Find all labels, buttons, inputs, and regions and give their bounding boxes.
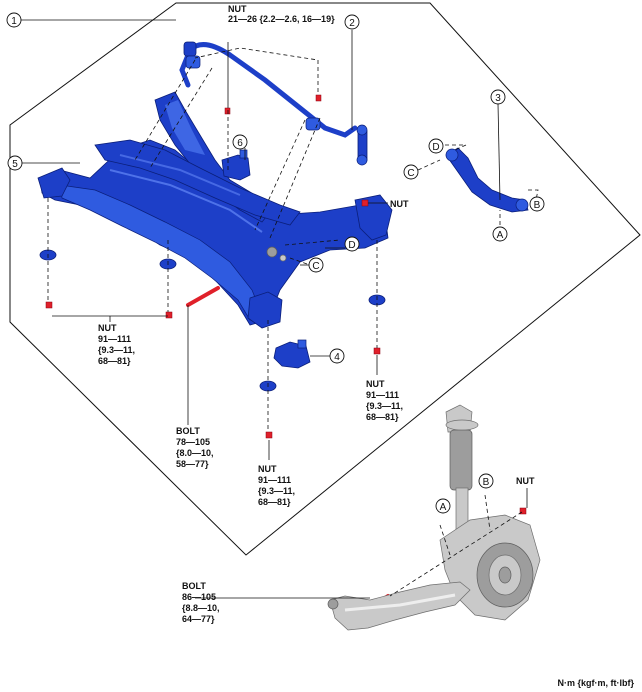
torque-label-nut-top: NUT 21—26 {2.2—2.6, 16—19} bbox=[228, 4, 335, 24]
callout-3: 3 bbox=[490, 89, 506, 105]
mount-bushings bbox=[39, 249, 386, 392]
torque-label-nut-knuckle: NUT bbox=[516, 476, 535, 486]
svg-text:{9.3—11,: {9.3—11, bbox=[98, 345, 135, 355]
svg-text:C: C bbox=[407, 168, 414, 179]
knuckle-shock-assembly bbox=[327, 404, 541, 631]
unit-legend: N·m {kgf·m, ft·lbf} bbox=[558, 678, 635, 688]
assembly-guide-lines bbox=[47, 47, 539, 597]
callout-4: 4 bbox=[329, 348, 345, 364]
svg-text:A: A bbox=[497, 230, 504, 241]
bracket-part-6 bbox=[221, 149, 251, 181]
svg-text:3: 3 bbox=[495, 93, 501, 104]
svg-text:BOLT: BOLT bbox=[176, 426, 200, 436]
svg-text:2: 2 bbox=[349, 18, 355, 29]
callout-6: 6 bbox=[232, 134, 248, 150]
callout-B-upper-arm: B bbox=[529, 196, 545, 212]
callout-5: 5 bbox=[7, 155, 23, 171]
torque-label-bolt-low: BOLT 86—105 {8.8—10, 64—77} bbox=[182, 581, 220, 624]
svg-text:{8.8—10,: {8.8—10, bbox=[182, 603, 220, 613]
crossmember bbox=[37, 91, 393, 329]
svg-text:68—81}: 68—81} bbox=[98, 356, 131, 366]
mount-bracket-part-4 bbox=[273, 339, 311, 369]
component-group-outline bbox=[9, 2, 641, 556]
svg-text:NUT: NUT bbox=[98, 323, 117, 333]
callout-2: 2 bbox=[344, 14, 360, 30]
svg-text:68—81}: 68—81} bbox=[366, 412, 399, 422]
svg-text:91—111: 91—111 bbox=[366, 390, 399, 400]
callout-D-crossmember: D bbox=[344, 236, 360, 252]
svg-text:86—105: 86—105 bbox=[182, 592, 216, 602]
svg-text:NUT: NUT bbox=[258, 464, 277, 474]
callout-B-knuckle: B bbox=[478, 473, 494, 489]
svg-text:{8.0—10,: {8.0—10, bbox=[176, 448, 214, 458]
svg-text:1: 1 bbox=[11, 16, 17, 27]
svg-text:NUT: NUT bbox=[366, 379, 385, 389]
svg-text:6: 6 bbox=[237, 138, 243, 149]
svg-text:68—81}: 68—81} bbox=[258, 497, 291, 507]
callout-A-upper-arm: A bbox=[492, 226, 508, 242]
svg-text:NUT: NUT bbox=[228, 4, 247, 14]
svg-text:78—105: 78—105 bbox=[176, 437, 210, 447]
svg-text:B: B bbox=[534, 200, 541, 211]
svg-text:91—111: 91—111 bbox=[258, 475, 291, 485]
upper-arm-part-3 bbox=[445, 147, 529, 213]
callout-C-crossmember: C bbox=[308, 257, 324, 273]
svg-text:21—26 {2.2—2.6, 16—19}: 21—26 {2.2—2.6, 16—19} bbox=[228, 14, 335, 24]
svg-text:5: 5 bbox=[12, 159, 18, 170]
svg-text:91—111: 91—111 bbox=[98, 334, 131, 344]
torque-label-nut-right: NUT 91—111 {9.3—11, 68—81} bbox=[366, 379, 403, 422]
svg-text:{9.3—11,: {9.3—11, bbox=[366, 401, 403, 411]
leader-lines bbox=[21, 19, 528, 599]
torque-label-nut-right-small: NUT bbox=[390, 199, 409, 209]
svg-text:D: D bbox=[348, 240, 355, 251]
callout-A-knuckle: A bbox=[435, 498, 451, 514]
svg-text:{9.3—11,: {9.3—11, bbox=[258, 486, 295, 496]
svg-text:4: 4 bbox=[334, 352, 340, 363]
svg-text:A: A bbox=[440, 502, 447, 513]
torque-label-nut-left: NUT 91—111 {9.3—11, 68—81} bbox=[98, 323, 135, 366]
svg-text:NUT: NUT bbox=[516, 476, 535, 486]
torque-label-nut-center: NUT 91—111 {9.3—11, 68—81} bbox=[258, 464, 295, 507]
stabilizer-bar bbox=[179, 41, 368, 166]
svg-text:D: D bbox=[432, 142, 439, 153]
svg-text:B: B bbox=[483, 477, 490, 488]
callout-C-upper-arm: C bbox=[403, 164, 419, 180]
torque-label-bolt-mid: BOLT 78—105 {8.0—10, 58—77} bbox=[176, 426, 214, 469]
svg-text:58—77}: 58—77} bbox=[176, 459, 209, 469]
callout-1: 1 bbox=[6, 12, 22, 28]
svg-text:C: C bbox=[312, 261, 319, 272]
svg-text:NUT: NUT bbox=[390, 199, 409, 209]
svg-text:BOLT: BOLT bbox=[182, 581, 206, 591]
svg-text:64—77}: 64—77} bbox=[182, 614, 215, 624]
callout-D-upper-arm: D bbox=[428, 138, 444, 154]
